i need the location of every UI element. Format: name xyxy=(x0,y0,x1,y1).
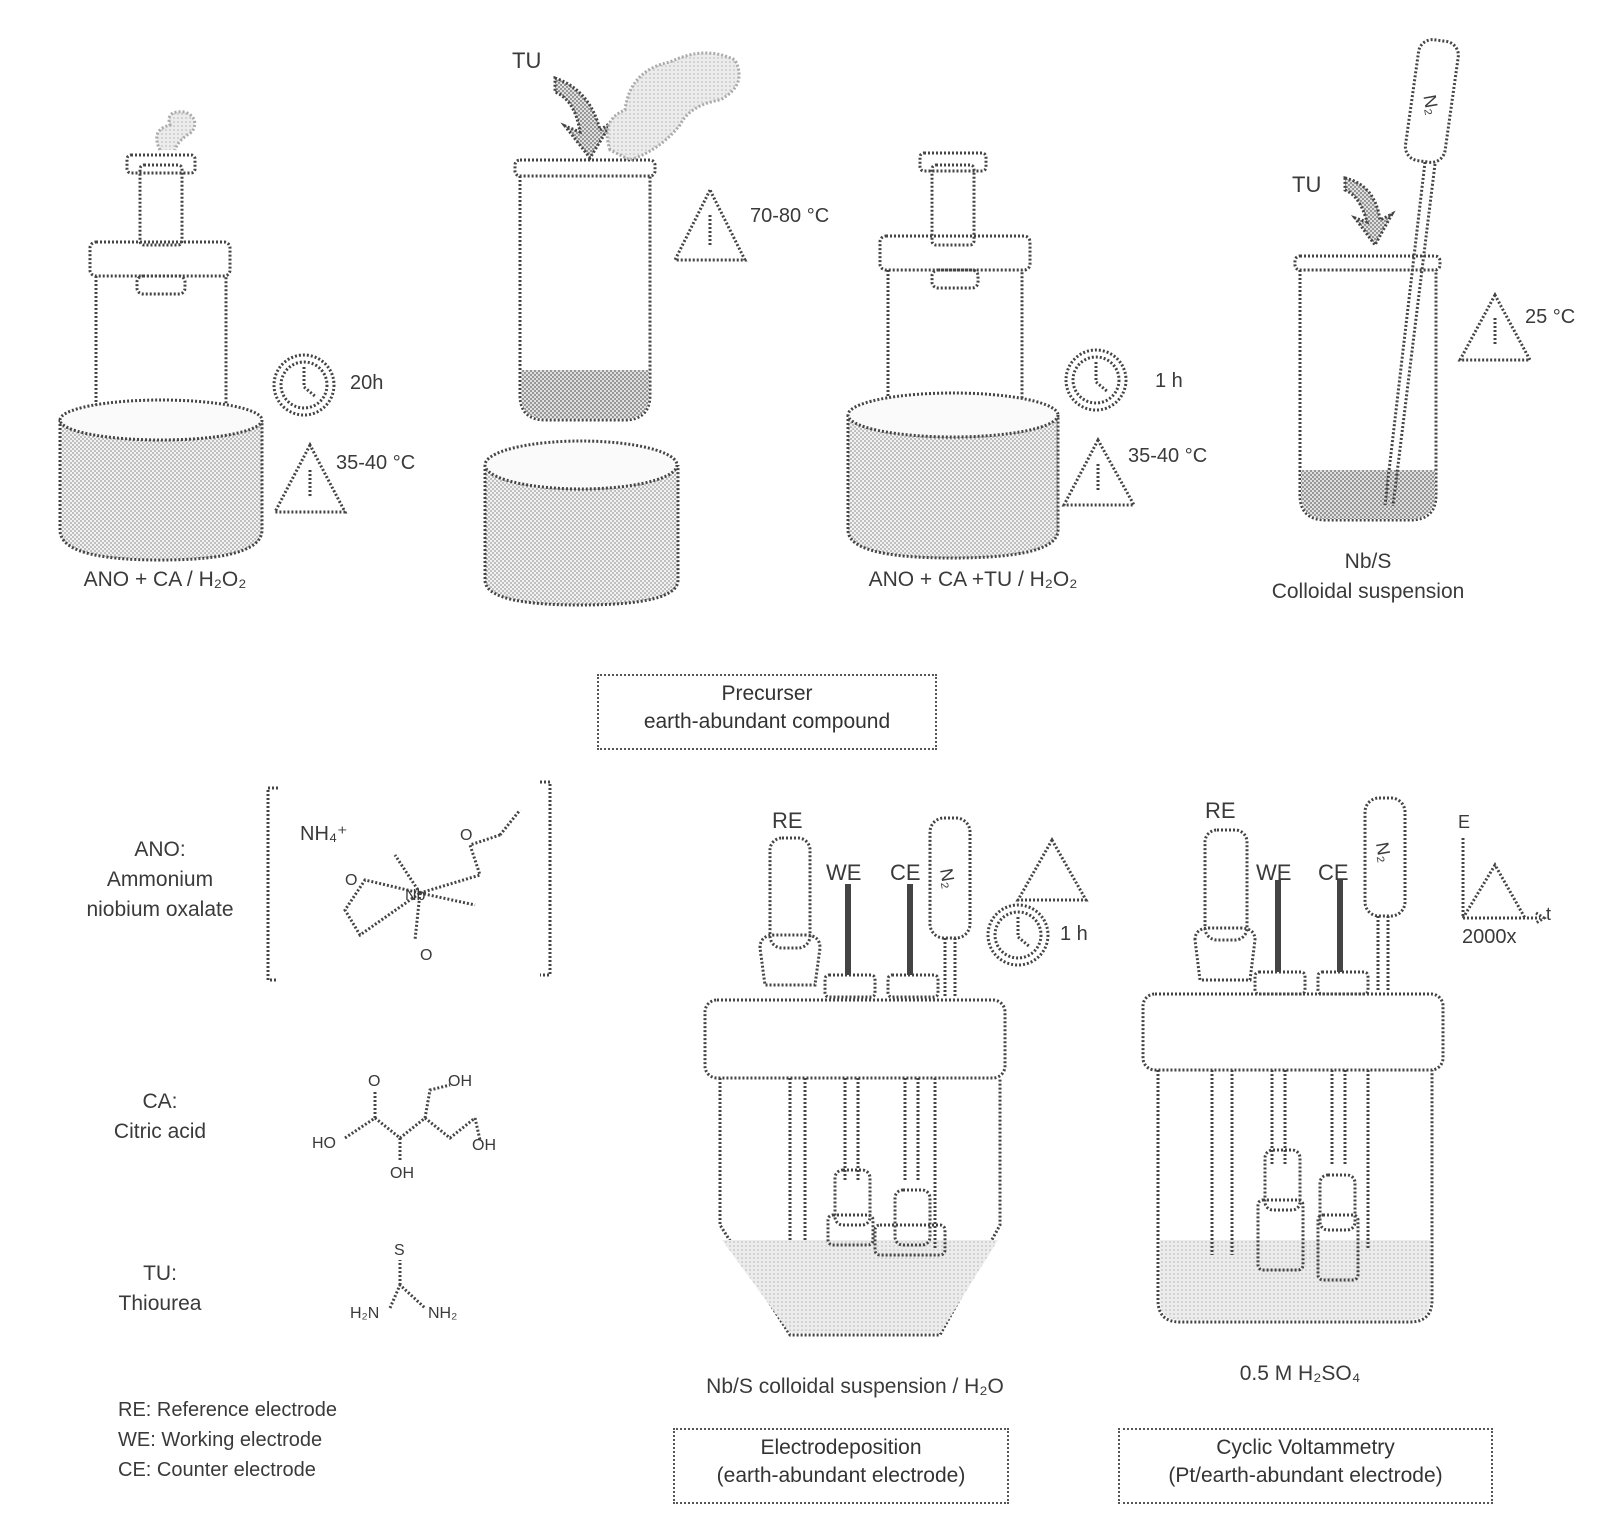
electrodeposition-box: Electrodeposition (earth-abundant electr… xyxy=(673,1428,1009,1504)
ca-name: Citric acid xyxy=(60,1120,260,1144)
temperature-warning-icon xyxy=(675,190,745,260)
step1-time: 20h xyxy=(350,372,383,395)
step3-temperature: 35-40 °C xyxy=(1128,445,1207,468)
cyclic-voltammetry-cell xyxy=(1143,798,1443,1322)
ca-abbr: CA: xyxy=(60,1090,260,1114)
step4-caption-line1: Nb/S xyxy=(1268,550,1468,574)
cv-waveform-icon xyxy=(1463,838,1544,923)
ano-structure xyxy=(268,782,550,980)
ed-ce-label: CE xyxy=(890,860,921,886)
electrode-legend: RE: Reference electrode WE: Working elec… xyxy=(118,1395,337,1485)
precursor-box: Precurser earth-abundant compound xyxy=(597,674,937,750)
step1-vapor xyxy=(157,112,195,150)
tu-addition-arrow xyxy=(1345,178,1392,245)
cv-axis-x: t xyxy=(1546,904,1551,925)
precursor-box-line1: Precurser xyxy=(609,680,925,708)
clock-icon xyxy=(1066,350,1126,410)
cyclic-voltammetry-box: Cyclic Voltammetry (Pt/earth-abundant el… xyxy=(1118,1428,1493,1504)
electrodeposition-cell xyxy=(705,818,1005,1335)
cv-cycles: 2000x xyxy=(1462,926,1517,949)
tu-name: Thiourea xyxy=(60,1292,260,1316)
step4-temperature: 25 °C xyxy=(1525,306,1575,329)
step4-caption-line2: Colloidal suspension xyxy=(1238,580,1498,604)
ano-structure-label: O xyxy=(460,827,472,844)
temperature-warning-icon xyxy=(275,445,345,512)
ed-we-label: WE xyxy=(826,860,861,886)
clock-icon xyxy=(274,355,334,415)
temperature-warning-icon xyxy=(1064,440,1134,505)
step2-reagent: TU xyxy=(512,48,541,74)
tu-structure xyxy=(390,1260,425,1308)
step3-time: 1 h xyxy=(1155,370,1183,393)
cv-caption: 0.5 M H₂SO₄ xyxy=(1180,1362,1420,1386)
step3-caption: ANO + CA +TU / H₂O₂ xyxy=(838,568,1108,592)
step2-bath xyxy=(485,441,678,605)
ano-structure-label: Nb xyxy=(405,887,426,904)
ano-abbr: ANO: xyxy=(60,838,260,862)
tu-structure-label: NH₂ xyxy=(428,1305,457,1322)
ed-box-line1: Electrodeposition xyxy=(685,1434,997,1462)
clock-icon xyxy=(988,905,1048,965)
step2-vial xyxy=(515,160,655,420)
precursor-box-line2: earth-abundant compound xyxy=(609,708,925,736)
cv-box-line2: (Pt/earth-abundant electrode) xyxy=(1130,1462,1481,1490)
step1-caption: ANO + CA / H₂O₂ xyxy=(55,568,275,592)
legend-item: RE: Reference electrode xyxy=(118,1395,337,1425)
ca-structure-label: OH xyxy=(472,1137,496,1154)
step2-temperature: 70-80 °C xyxy=(750,205,829,228)
cv-we-label: WE xyxy=(1256,860,1291,886)
ed-box-line2: (earth-abundant electrode) xyxy=(685,1462,997,1490)
step3-bath xyxy=(848,393,1058,558)
legend-item: WE: Working electrode xyxy=(118,1425,337,1455)
step1-bath xyxy=(60,400,262,560)
ed-caption: Nb/S colloidal suspension / H₂O xyxy=(665,1375,1045,1399)
tu-structure-label: S xyxy=(394,1242,405,1259)
ano-ion-label: NH₄⁺ xyxy=(300,823,348,845)
ed-time: 1 h xyxy=(1060,923,1088,946)
tu-addition-arrow xyxy=(555,78,612,158)
step2-vapor xyxy=(607,53,739,160)
ano-name-line2: niobium oxalate xyxy=(60,898,260,922)
ca-structure-label: HO xyxy=(312,1135,336,1152)
n2-label: N₂ xyxy=(1419,93,1442,116)
cv-box-line1: Cyclic Voltammetry xyxy=(1130,1434,1481,1462)
n2-label: N₂ xyxy=(1372,841,1395,864)
legend-item: CE: Counter electrode xyxy=(118,1455,337,1485)
tu-structure-label: H₂N xyxy=(350,1305,379,1322)
voltage-warning-icon xyxy=(1018,840,1086,900)
ca-structure xyxy=(345,1085,480,1160)
ed-re-label: RE xyxy=(772,808,803,834)
ano-name-line1: Ammonium xyxy=(60,868,260,892)
ca-structure-label: OH xyxy=(448,1073,472,1090)
temperature-warning-icon xyxy=(1460,295,1530,360)
n2-label: N₂ xyxy=(936,867,959,890)
ano-structure-label: O xyxy=(345,872,357,889)
tu-abbr: TU: xyxy=(60,1262,260,1286)
ca-structure-label: OH xyxy=(390,1165,414,1182)
ano-structure-label: O xyxy=(420,947,432,964)
step4-reagent: TU xyxy=(1292,172,1321,198)
cv-ce-label: CE xyxy=(1318,860,1349,886)
ca-structure-label: O xyxy=(368,1073,380,1090)
step1-temperature: 35-40 °C xyxy=(336,452,415,475)
cv-axis-y: E xyxy=(1458,812,1470,833)
cv-re-label: RE xyxy=(1205,798,1236,824)
